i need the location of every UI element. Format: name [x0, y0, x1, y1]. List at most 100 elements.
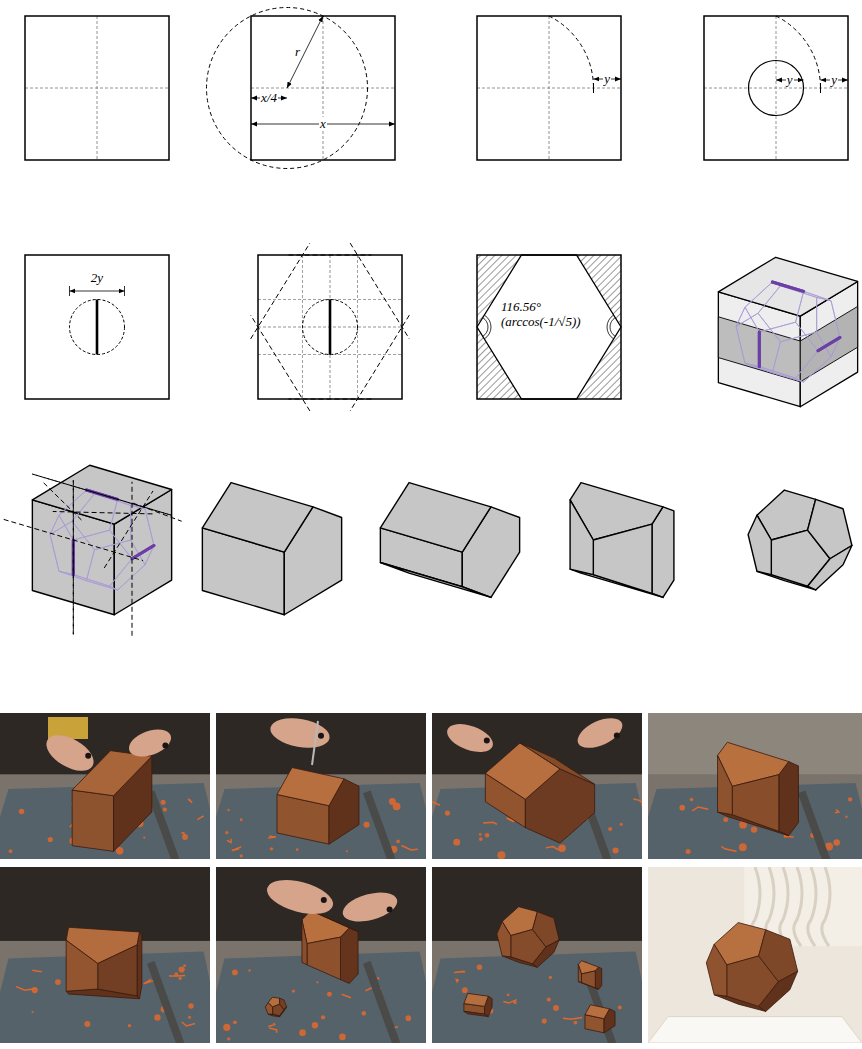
guide-edge — [110, 559, 132, 586]
guide-edge — [759, 367, 795, 379]
guide-edge — [110, 559, 132, 586]
paint-splatter — [9, 849, 13, 853]
paint-stroke — [546, 846, 559, 850]
guide-edge — [73, 530, 109, 540]
guide-edge — [736, 326, 745, 363]
construction-steps — [25, 8, 848, 411]
cut-guide — [251, 243, 310, 339]
solid — [570, 483, 674, 598]
paint-splatter — [154, 1014, 160, 1020]
solid-face — [277, 768, 344, 806]
paint-splatter — [553, 1005, 559, 1011]
paint-splatter — [393, 802, 401, 810]
solid-face — [808, 546, 852, 590]
guide-edge — [796, 291, 804, 322]
guide-edge — [72, 494, 94, 521]
solid — [497, 907, 559, 968]
steel-ruler — [363, 791, 400, 859]
angle-mark — [610, 318, 615, 337]
cut-line — [42, 481, 81, 520]
solid — [464, 993, 492, 1016]
radius-line — [287, 16, 323, 88]
paint-splatter — [608, 827, 612, 831]
paint-stroke — [692, 807, 708, 811]
solid-face — [485, 743, 560, 799]
angle-mark — [483, 318, 488, 337]
ridge-edge — [818, 338, 840, 351]
band — [800, 306, 857, 381]
dimension-line — [69, 291, 124, 292]
paint-splatter — [618, 1006, 622, 1010]
paint-splatter — [339, 1034, 346, 1041]
paint-splatter — [690, 798, 694, 802]
square-outline — [258, 255, 402, 399]
solid-face — [779, 762, 799, 836]
hand — [443, 719, 496, 758]
banded-cube — [718, 257, 857, 406]
guide-edge — [804, 357, 831, 382]
paint-stroke — [784, 836, 794, 838]
solid-face — [759, 930, 798, 982]
relief-groove — [794, 867, 802, 946]
dimension-label: y — [603, 72, 611, 86]
cut-stage — [202, 483, 341, 615]
guide-edge — [758, 286, 780, 313]
ridge-edge — [132, 546, 154, 559]
dimension-label: y — [786, 73, 794, 87]
paint-splatter — [739, 843, 747, 851]
guide-edge — [72, 494, 94, 521]
solid-face — [748, 515, 771, 574]
guide-edge — [130, 505, 131, 540]
construction-arc — [776, 16, 820, 88]
paint-splatter — [227, 1037, 230, 1040]
photo — [648, 713, 862, 859]
paint-splatter — [549, 976, 552, 979]
dimension-label: 2y — [90, 271, 104, 285]
solid-face — [759, 971, 798, 1011]
paint-splatter — [232, 970, 238, 976]
hand — [125, 724, 175, 762]
photo — [0, 713, 210, 859]
paint-splatter — [183, 964, 186, 967]
paint-stroke — [269, 1028, 276, 1033]
solid-face — [72, 790, 113, 851]
solid — [748, 490, 852, 590]
relief-groove — [822, 867, 830, 946]
paint-splatter — [477, 965, 482, 970]
paint-stroke — [232, 847, 241, 851]
ridge-edge — [818, 338, 840, 351]
paint-splatter — [163, 807, 167, 811]
guide-edge — [831, 301, 840, 338]
paint-splatter — [406, 1015, 412, 1021]
solid — [706, 923, 797, 1012]
guide-edge — [50, 534, 59, 571]
solid-face — [520, 743, 595, 784]
guide-edge — [804, 357, 831, 382]
fingernail — [318, 733, 324, 739]
center-line — [25, 88, 169, 89]
dimension-label: r — [294, 45, 301, 59]
guide-edge — [745, 282, 772, 307]
guide-edge — [50, 521, 72, 534]
carving-tool — [312, 721, 318, 765]
paint-splatter — [364, 822, 370, 828]
steel-ruler — [798, 791, 835, 859]
square-outline — [704, 16, 848, 160]
paint-stroke — [456, 980, 459, 983]
paint-splatter — [362, 1011, 367, 1016]
cut-line — [73, 480, 74, 634]
steel-ruler — [147, 961, 191, 1043]
paint-splatter — [833, 839, 840, 846]
paint-splatter — [240, 818, 243, 821]
guide-edge — [759, 367, 795, 379]
fingernail — [484, 737, 490, 743]
guide-edge — [816, 297, 817, 332]
tick-mark — [124, 286, 125, 296]
guide-edge — [118, 565, 145, 590]
relief-groove — [808, 867, 816, 946]
solid — [585, 1005, 615, 1033]
paint-splatter — [299, 1029, 306, 1036]
photo — [216, 713, 426, 859]
paint-splatter — [316, 981, 318, 983]
